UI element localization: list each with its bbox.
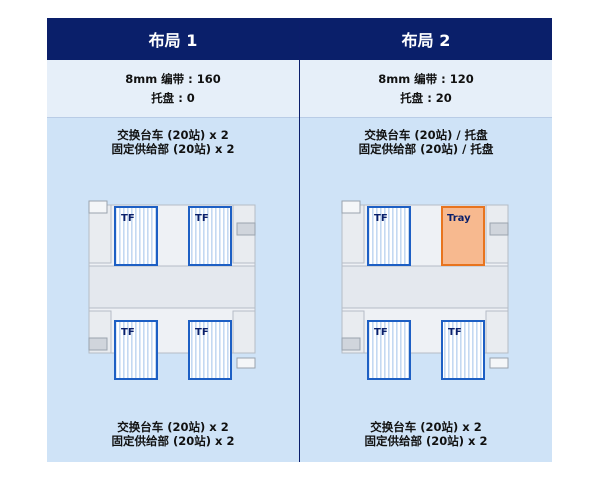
feeder-top-right-label: TF [195,213,209,224]
layout-1-top-caption-line-1: 交换台车 (20站) x 2 [117,128,229,142]
layout-1-tape-count: 8mm 编带 : 160 [125,71,221,86]
layout-1-top-caption: 交换台车 (20站) x 2 固定供给部 (20站) x 2 [47,128,299,156]
feeder-bottom-right-label: TF [195,327,209,338]
feeder-top-left-label: TF [121,213,135,224]
layout-1-column: 布局 1 8mm 编带 : 160 托盘 : 0 交换台车 (20站) x 2 … [47,18,299,462]
feeder-bottom-left: TF [367,320,411,380]
feeder-bottom-right-label: TF [448,327,462,338]
layout-1-bottom-caption: 交换台车 (20站) x 2 固定供给部 (20站) x 2 [47,420,299,448]
feeder-top-right: TF [188,206,232,266]
layout-1-diagram-panel: 交换台车 (20站) x 2 固定供给部 (20站) x 2 [47,118,299,462]
layout-2-top-caption-line-1: 交换台车 (20站) / 托盘 [364,128,488,142]
layout-1-tray-count: 托盘 : 0 [151,90,195,105]
feeder-top-left-label: TF [374,213,388,224]
layout-2-machine-diagram: TF Tray TF TF [341,200,509,380]
layout-2-column: 布局 2 8mm 编带 : 120 托盘 : 20 交换台车 (20站) / 托… [300,18,552,462]
feeder-bottom-left-label: TF [374,327,388,338]
layout-2-top-caption: 交换台车 (20站) / 托盘 固定供给部 (20站) / 托盘 [300,128,552,156]
tray-unit-top-right: Tray [441,206,485,266]
layout-comparison-table: 布局 1 8mm 编带 : 160 托盘 : 0 交换台车 (20站) x 2 … [47,18,553,462]
layout-2-bottom-caption-line-1: 交换台车 (20站) x 2 [370,420,482,434]
tray-unit-label: Tray [447,213,471,224]
layout-1-machine-diagram: TF TF TF TF [88,200,256,380]
column-divider [299,18,300,462]
layout-2-title: 布局 2 [300,18,552,60]
layout-2-bottom-caption: 交换台车 (20站) x 2 固定供给部 (20站) x 2 [300,420,552,448]
feeder-bottom-right: TF [188,320,232,380]
layout-2-tape-count: 8mm 编带 : 120 [378,71,474,86]
layout-2-tray-count: 托盘 : 20 [400,90,452,105]
feeder-bottom-left-label: TF [121,327,135,338]
layout-1-top-caption-line-2: 固定供给部 (20站) x 2 [111,142,235,156]
feeder-top-left: TF [367,206,411,266]
layout-2-diagram-panel: 交换台车 (20站) / 托盘 固定供给部 (20站) / 托盘 [300,118,552,462]
layout-2-capacity: 8mm 编带 : 120 托盘 : 20 [300,60,552,118]
layout-1-bottom-caption-line-2: 固定供给部 (20站) x 2 [111,434,235,448]
layout-1-capacity: 8mm 编带 : 160 托盘 : 0 [47,60,299,118]
feeder-bottom-left: TF [114,320,158,380]
layout-1-bottom-caption-line-1: 交换台车 (20站) x 2 [117,420,229,434]
feeder-bottom-right: TF [441,320,485,380]
layout-2-bottom-caption-line-2: 固定供给部 (20站) x 2 [364,434,488,448]
layout-1-title: 布局 1 [47,18,299,60]
layout-2-top-caption-line-2: 固定供给部 (20站) / 托盘 [358,142,494,156]
feeder-top-left: TF [114,206,158,266]
